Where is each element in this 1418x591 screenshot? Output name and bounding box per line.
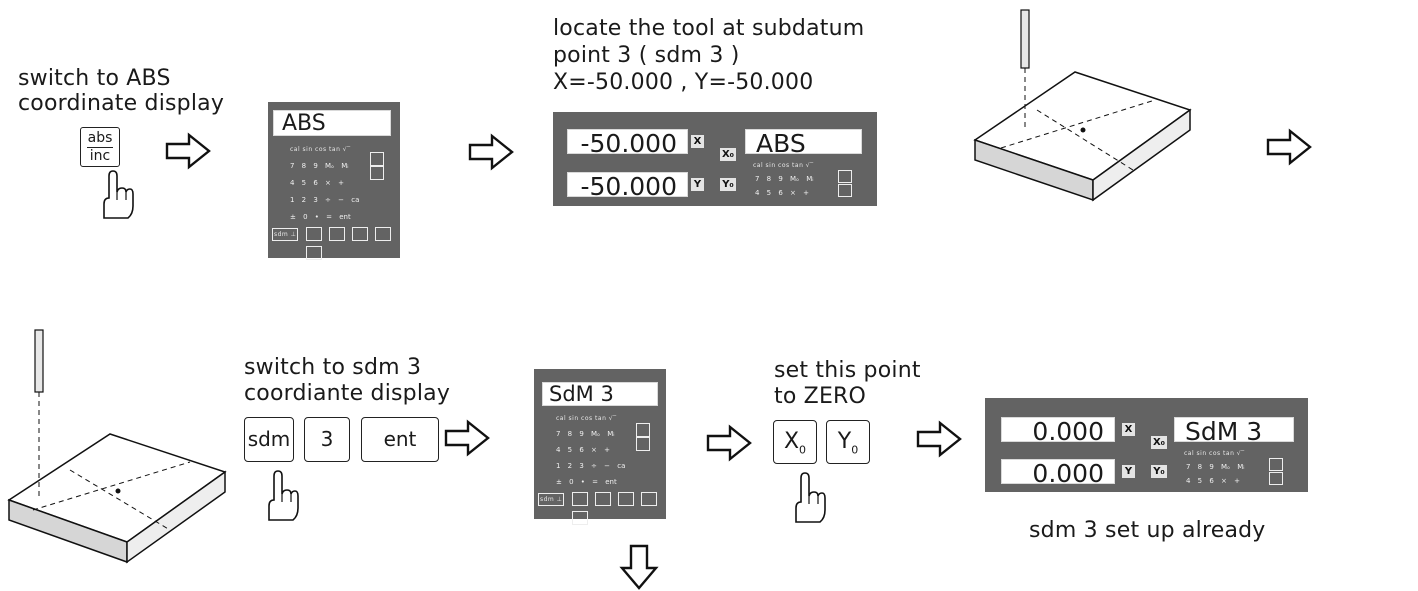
- final-caption: sdm 3 set up already: [1029, 518, 1266, 543]
- down-arrow-key-icon[interactable]: [1269, 472, 1283, 485]
- x-readout: -50.000: [567, 129, 688, 158]
- sdm-key[interactable]: sdm ⊥: [538, 493, 565, 506]
- up-arrow-key-icon[interactable]: [1269, 458, 1283, 471]
- sdm-key[interactable]: sdm ⊥: [272, 228, 299, 241]
- circle-key-icon[interactable]: [618, 492, 635, 506]
- keypad-row-1: 7 8 9 Mₒ Mᵢ: [755, 175, 814, 183]
- pointing-hand-icon: [268, 470, 299, 521]
- panel-display: ABS: [273, 110, 391, 136]
- y-zero-key[interactable]: Y0: [826, 420, 870, 464]
- keypad-row-1: 7 8 9 Mₒ Mᵢ: [290, 162, 349, 170]
- step6-caption-line2: coordiante display: [244, 381, 451, 406]
- jump-key-icon[interactable]: [641, 492, 658, 506]
- keypad-fn-row: cal sin cos tan √‾: [1184, 450, 1245, 457]
- down-arrow-key-icon[interactable]: [636, 437, 650, 451]
- x-zero-key[interactable]: X₀: [1151, 436, 1167, 449]
- step3-caption-line2: point 3 ( sdm 3 ): [553, 43, 740, 68]
- keypad-row-2: 4 5 6 × +: [1186, 477, 1240, 485]
- x-readout: 0.000: [1001, 417, 1115, 446]
- step3-caption-line3: X=-50.000 , Y=-50.000: [553, 70, 814, 95]
- dro-panel-sdm3: 0.000 X 0.000 Y X₀ Y₀ SdM 3 cal sin cos …: [985, 398, 1308, 492]
- down-arrow-icon: [619, 544, 659, 590]
- abs-label: abs: [87, 130, 113, 146]
- y-zero-key-sub: 0: [851, 443, 859, 457]
- ent-key[interactable]: ent: [361, 417, 439, 462]
- dro-keypad-panel-sdm3: SdM 3 cal sin cos tan √‾ 7 8 9 Mₒ Mᵢ 4 5…: [534, 369, 666, 525]
- y-axis-label: Y: [1122, 465, 1135, 478]
- y-axis-label: Y: [691, 178, 704, 191]
- inc-label: inc: [89, 148, 111, 164]
- y-readout: -50.000: [567, 172, 688, 201]
- step8-caption-line2: to ZERO: [774, 384, 867, 409]
- dro-keypad-panel-abs: ABS cal sin cos tan √‾ 7 8 9 Mₒ Mᵢ 4 5 6…: [268, 102, 400, 260]
- x-axis-label: X: [691, 135, 704, 148]
- right-arrow-icon: [916, 420, 962, 458]
- keypad-fn-row: cal sin cos tan √‾: [753, 162, 814, 169]
- y-readout: 0.000: [1001, 459, 1115, 488]
- circle-key-icon[interactable]: [352, 227, 369, 241]
- down-arrow-key-icon[interactable]: [838, 184, 852, 197]
- x-zero-key-letter: X: [783, 429, 800, 454]
- keypad-row-2: 4 5 6 × +: [755, 189, 809, 197]
- pointing-hand-icon: [103, 170, 134, 219]
- x-zero-key[interactable]: X₀: [720, 148, 736, 161]
- angle-key-icon[interactable]: [329, 227, 346, 241]
- workpiece-with-tool-illustration: [7, 329, 227, 564]
- keypad-row-4: ± 0 • = ent: [556, 478, 617, 486]
- right-arrow-icon: [1266, 128, 1312, 166]
- angle-key-icon[interactable]: [595, 492, 612, 506]
- keypad-fn-row: cal sin cos tan √‾: [290, 146, 351, 153]
- right-arrow-icon: [468, 133, 514, 171]
- pointing-hand-icon: [795, 472, 826, 523]
- function-keys-row: [572, 491, 660, 525]
- x-zero-key-sub: 0: [799, 443, 807, 457]
- keypad-row-3: 1 2 3 ÷ − ca: [290, 196, 360, 204]
- abs-inc-key[interactable]: abs inc: [80, 127, 120, 167]
- up-arrow-key-icon[interactable]: [636, 423, 650, 437]
- y-zero-key-letter: Y: [837, 429, 852, 454]
- right-arrow-icon: [444, 419, 490, 457]
- step8-caption-line1: set this point: [774, 358, 921, 383]
- keypad-row-4: ± 0 • = ent: [290, 213, 351, 221]
- down-arrow-key-icon[interactable]: [370, 166, 384, 180]
- panel-display: SdM 3: [542, 382, 658, 406]
- r-key-icon[interactable]: [572, 511, 588, 525]
- step1-caption-line2: coordinate display: [18, 91, 225, 116]
- x-zero-key[interactable]: X0: [773, 420, 817, 464]
- right-arrow-icon: [706, 424, 752, 462]
- dro-panel-abs: -50.000 X -50.000 Y X₀ Y₀ ABS cal sin co…: [553, 112, 877, 206]
- sdm-key[interactable]: sdm: [244, 417, 294, 462]
- y-zero-key[interactable]: Y₀: [720, 178, 736, 191]
- dro-display: SdM 3: [1174, 417, 1294, 446]
- keypad-row-1: 7 8 9 Mₒ Mᵢ: [556, 430, 615, 438]
- line-key-icon[interactable]: [306, 227, 322, 241]
- step1-caption-line1: switch to ABS: [18, 66, 171, 91]
- keypad-row-2: 4 5 6 × +: [556, 446, 610, 454]
- line-key-icon[interactable]: [572, 492, 588, 506]
- up-arrow-key-icon[interactable]: [370, 152, 384, 166]
- dro-display: ABS: [745, 129, 862, 158]
- keypad-row-2: 4 5 6 × +: [290, 179, 344, 187]
- keypad-row-1: 7 8 9 Mₒ Mᵢ: [1186, 463, 1245, 471]
- right-arrow-icon: [165, 132, 211, 170]
- workpiece-with-tool-illustration: [973, 9, 1192, 202]
- function-keys-row: [306, 226, 394, 260]
- keypad-fn-row: cal sin cos tan √‾: [556, 415, 617, 422]
- step6-caption-line1: switch to sdm 3: [244, 355, 422, 380]
- x-axis-label: X: [1122, 423, 1135, 436]
- up-arrow-key-icon[interactable]: [838, 170, 852, 183]
- step3-caption-line1: locate the tool at subdatum: [553, 16, 865, 41]
- keypad-row-3: 1 2 3 ÷ − ca: [556, 462, 626, 470]
- jump-key-icon[interactable]: [375, 227, 392, 241]
- y-zero-key[interactable]: Y₀: [1151, 465, 1167, 478]
- fraction-bar: [87, 147, 113, 148]
- digit-3-key[interactable]: 3: [304, 417, 350, 462]
- r-key-icon[interactable]: [306, 246, 322, 260]
